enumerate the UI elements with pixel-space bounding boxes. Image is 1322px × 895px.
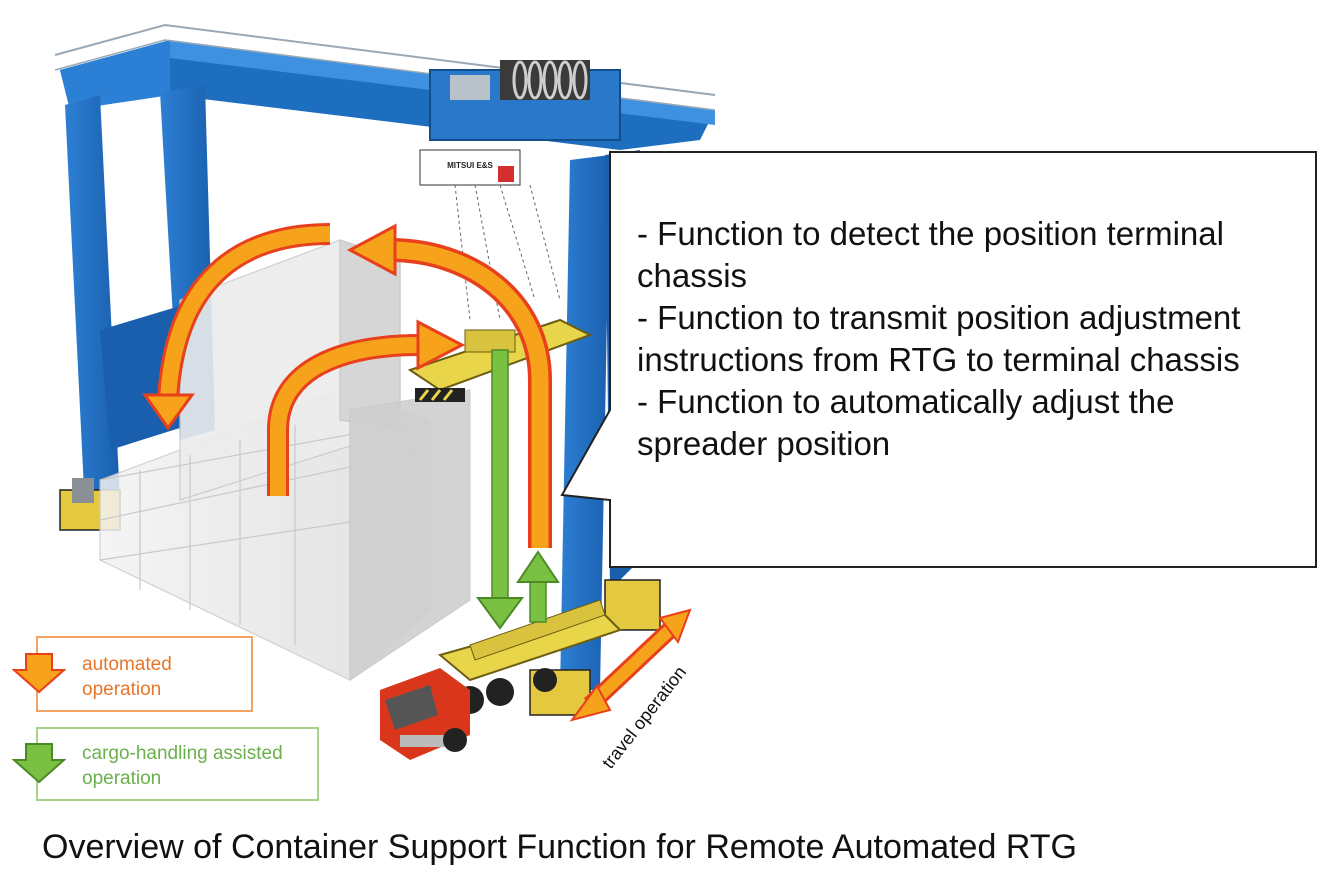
legend-automated-label: automated operation [82, 654, 172, 700]
callout-line-2: - Function to transmit position adjustme… [637, 299, 1241, 378]
cargo-arrow-up [516, 550, 560, 623]
figure-caption: Overview of Container Support Function f… [42, 828, 1077, 866]
callout-text: - Function to detect the position termin… [637, 213, 1297, 465]
travel-arrow [569, 608, 692, 722]
automated-arrow-tall-arc [346, 223, 552, 548]
legend-cargo-handling-operation: cargo-handling assisted operation [36, 727, 319, 801]
cargo-arrow-down [476, 349, 524, 630]
legend-cargo-label: cargo-handling assisted operation [82, 743, 283, 789]
callout-line-3: - Function to automatically adjust the s… [637, 383, 1175, 462]
crane-logo-plate: MITSUI E&S [419, 149, 521, 186]
orange-down-arrow-icon [12, 653, 66, 694]
callout-line-1: - Function to detect the position termin… [637, 215, 1224, 294]
automated-arrow-left-arc [142, 223, 331, 431]
legend-automated-operation: automated operation [36, 636, 253, 712]
svg-text:MITSUI E&S: MITSUI E&S [447, 161, 493, 170]
callout-box [560, 151, 1317, 568]
terminal-chassis-truck [380, 599, 622, 760]
automated-arrow-mid-arc [267, 319, 466, 496]
green-down-arrow-icon [12, 743, 66, 784]
